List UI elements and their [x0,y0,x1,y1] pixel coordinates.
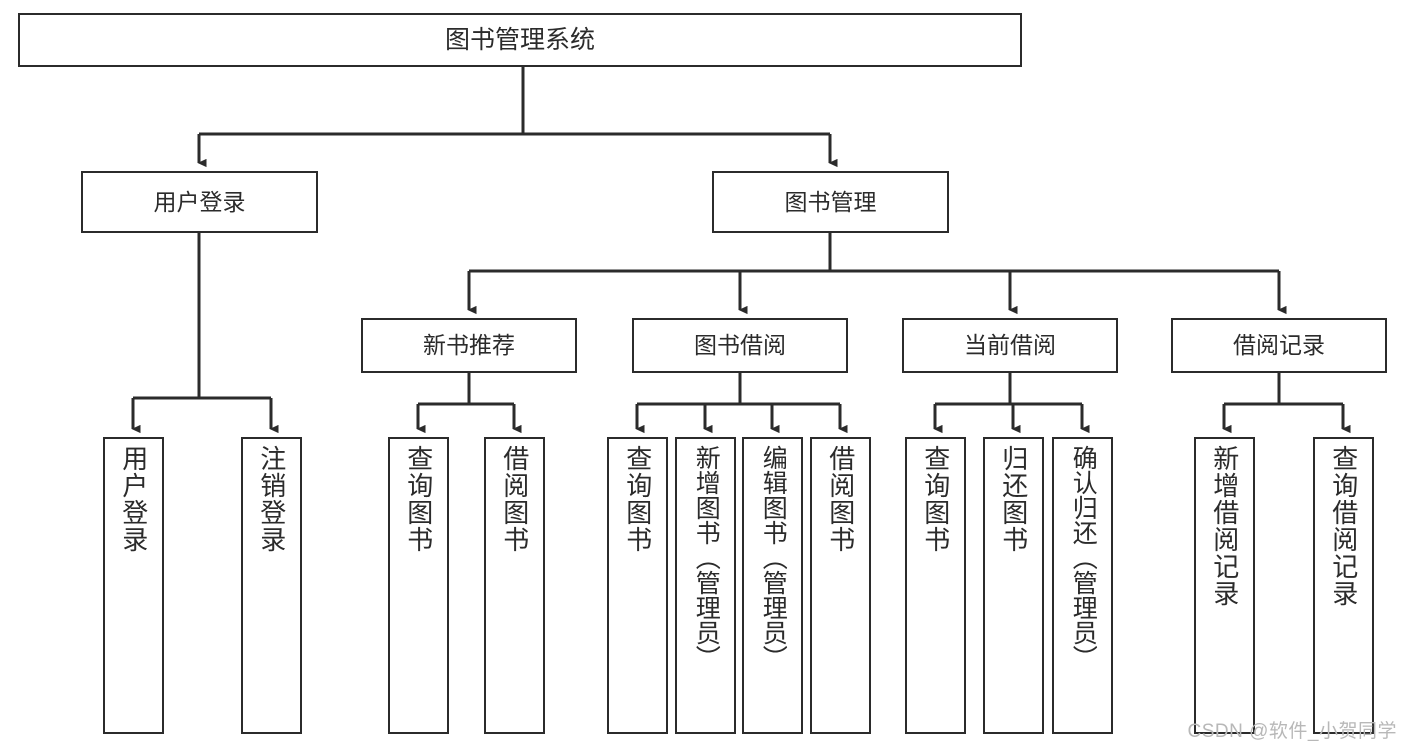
node-cb-confirm-return[interactable]: 确认归还（管理员） [1052,437,1113,734]
node-bb-borrow-book[interactable]: 借阅图书 [810,437,871,734]
node-user-login-do-label: 用户登录 [118,445,149,553]
node-cb-query-book-label: 查询图书 [920,445,951,553]
node-bb-query-book-label: 查询图书 [622,445,653,553]
node-user-login[interactable]: 用户登录 [81,171,318,233]
node-br-query-record[interactable]: 查询借阅记录 [1313,437,1374,734]
node-book-borrow-label: 图书借阅 [694,332,786,359]
node-user-login-do[interactable]: 用户登录 [103,437,164,734]
node-br-query-record-label: 查询借阅记录 [1328,445,1359,607]
node-bb-edit-book-label: 编辑图书（管理员） [759,445,788,670]
node-cb-confirm-return-label: 确认归还（管理员） [1069,445,1098,670]
node-root[interactable]: 图书管理系统 [18,13,1022,67]
node-cb-query-book[interactable]: 查询图书 [905,437,966,734]
node-book-borrow[interactable]: 图书借阅 [632,318,848,373]
node-bb-add-book-label: 新增图书（管理员） [692,445,721,670]
node-bb-add-book[interactable]: 新增图书（管理员） [675,437,736,734]
node-new-book-recommend-label: 新书推荐 [423,332,515,359]
node-bb-borrow-book-label: 借阅图书 [825,445,856,553]
node-bb-edit-book[interactable]: 编辑图书（管理员） [742,437,803,734]
node-cb-return-book-label: 归还图书 [998,445,1029,553]
watermark: CSDN @软件_小贺同学 [1187,721,1397,742]
node-current-borrow[interactable]: 当前借阅 [902,318,1118,373]
node-bb-query-book[interactable]: 查询图书 [607,437,668,734]
node-nbr-borrow-book-label: 借阅图书 [499,445,530,553]
node-br-add-record[interactable]: 新增借阅记录 [1194,437,1255,734]
node-borrow-record[interactable]: 借阅记录 [1171,318,1387,373]
node-user-login-label: 用户登录 [153,188,246,215]
node-nbr-query-book[interactable]: 查询图书 [388,437,449,734]
node-nbr-query-book-label: 查询图书 [403,445,434,553]
node-book-manage[interactable]: 图书管理 [712,171,949,233]
node-book-manage-label: 图书管理 [784,188,877,215]
node-user-logout-label: 注销登录 [256,445,287,553]
node-borrow-record-label: 借阅记录 [1233,332,1325,359]
node-br-add-record-label: 新增借阅记录 [1209,445,1240,607]
node-cb-return-book[interactable]: 归还图书 [983,437,1044,734]
node-user-logout[interactable]: 注销登录 [241,437,302,734]
node-new-book-recommend[interactable]: 新书推荐 [361,318,577,373]
node-current-borrow-label: 当前借阅 [964,332,1056,359]
node-root-label: 图书管理系统 [444,25,595,54]
node-nbr-borrow-book[interactable]: 借阅图书 [484,437,545,734]
